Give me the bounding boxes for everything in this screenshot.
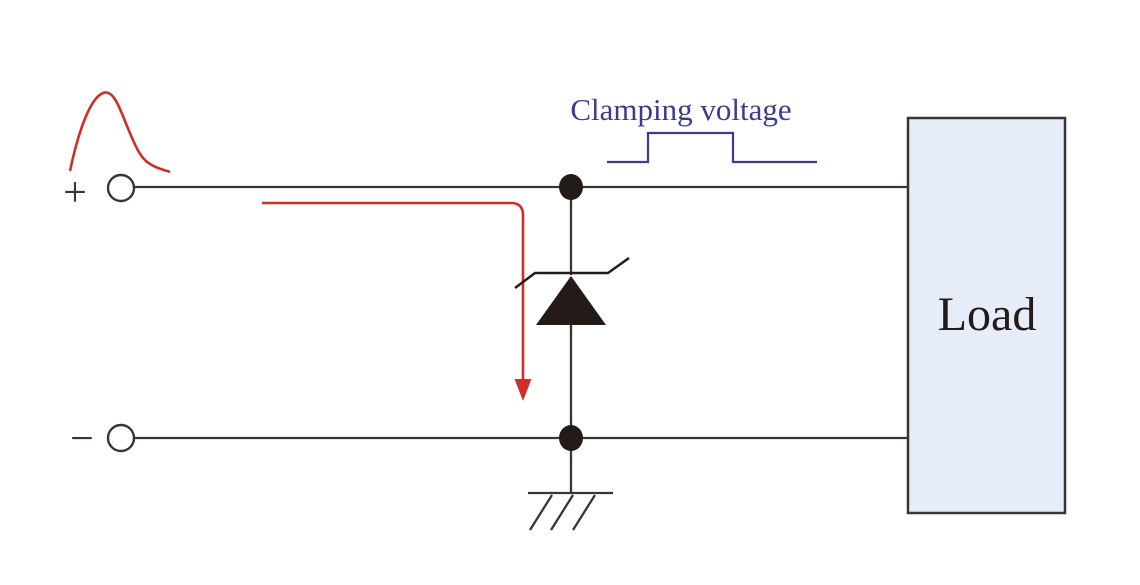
- positive-terminal-label: +: [63, 170, 87, 216]
- load-label: Load: [938, 288, 1037, 341]
- tvs-anode-triangle: [536, 276, 606, 325]
- surge-pulse-waveform: [68, 91, 171, 174]
- ground-symbol: [528, 491, 613, 531]
- load-box: [906, 116, 1067, 515]
- ground-hatch-3: [572, 494, 596, 531]
- ground-hatch-2: [550, 494, 574, 531]
- surge-current-path-arrow: [262, 201, 525, 381]
- negative-terminal-label: −: [70, 416, 94, 462]
- clamping-voltage-waveform: [607, 131, 817, 164]
- junction-dot-bottom: [559, 425, 583, 451]
- tvs-diode: [514, 187, 630, 494]
- ground-hatch-1: [529, 494, 553, 531]
- tvs-cathode-bar: [514, 256, 630, 289]
- negative-terminal: [106, 423, 136, 453]
- surge-current-arrowhead: [514, 379, 532, 401]
- positive-terminal: [106, 173, 136, 203]
- junction-dot-top: [559, 174, 583, 200]
- clamping-voltage-label: Clamping voltage: [570, 92, 791, 127]
